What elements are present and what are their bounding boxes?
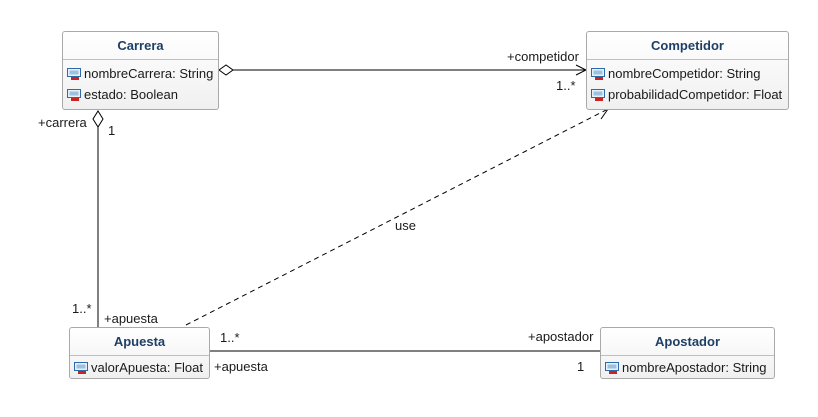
- role-label-apostador: +apostador: [528, 329, 594, 344]
- carrera-aggregation-diamond-right: [218, 64, 234, 76]
- attribute-row[interactable]: nombreApostador: String: [605, 357, 774, 378]
- attribute-text: estado: Boolean: [84, 87, 178, 102]
- multiplicity-competidor: 1..*: [556, 78, 576, 93]
- carrera-aggregation-diamond-bottom: [92, 110, 104, 128]
- class-name-apostador: Apostador: [601, 328, 774, 356]
- multiplicity-carrera: 1: [108, 123, 116, 138]
- attribute-text: nombreCompetidor: String: [608, 66, 761, 81]
- attribute-text: probabilidadCompetidor: Float: [608, 87, 783, 102]
- use-dependency-line: [185, 108, 609, 326]
- role-label-carrera: +carrera: [38, 115, 87, 130]
- attribute-row[interactable]: nombreCompetidor: String: [591, 63, 788, 84]
- multiplicity-apuesta-carrera: 1..*: [72, 301, 92, 316]
- role-label-apuesta-top: +apuesta: [104, 311, 158, 326]
- multiplicity-apostador: 1: [577, 359, 585, 374]
- attribute-field-icon: [591, 88, 605, 101]
- attribute-row[interactable]: probabilidadCompetidor: Float: [591, 84, 788, 105]
- attribute-field-icon: [67, 88, 81, 101]
- attribute-text: nombreApostador: String: [622, 360, 767, 375]
- class-name-carrera: Carrera: [63, 32, 218, 60]
- attribute-text: valorApuesta: Float: [91, 360, 204, 375]
- attribute-field-icon: [67, 67, 81, 80]
- role-label-apuesta-bottom: +apuesta: [214, 359, 268, 374]
- attribute-field-icon: [74, 361, 88, 374]
- class-name-competidor: Competidor: [587, 32, 788, 60]
- class-apuesta[interactable]: Apuesta valorApuesta: Float: [69, 327, 210, 379]
- attribute-row[interactable]: valorApuesta: Float: [74, 357, 209, 378]
- class-competidor[interactable]: Competidor nombreCompetidor: String prob…: [586, 31, 789, 110]
- class-apostador[interactable]: Apostador nombreApostador: String: [600, 327, 775, 379]
- dependency-label-use: use: [395, 218, 416, 233]
- attribute-field-icon: [591, 67, 605, 80]
- attribute-field-icon: [605, 361, 619, 374]
- class-carrera[interactable]: Carrera nombreCarrera: String estado: Bo…: [62, 31, 219, 110]
- multiplicity-apuesta-apostador: 1..*: [220, 330, 240, 345]
- class-name-apuesta: Apuesta: [70, 328, 209, 356]
- attribute-row[interactable]: nombreCarrera: String: [67, 63, 218, 84]
- role-label-competidor: +competidor: [507, 49, 579, 64]
- attribute-text: nombreCarrera: String: [84, 66, 214, 81]
- attribute-row[interactable]: estado: Boolean: [67, 84, 218, 105]
